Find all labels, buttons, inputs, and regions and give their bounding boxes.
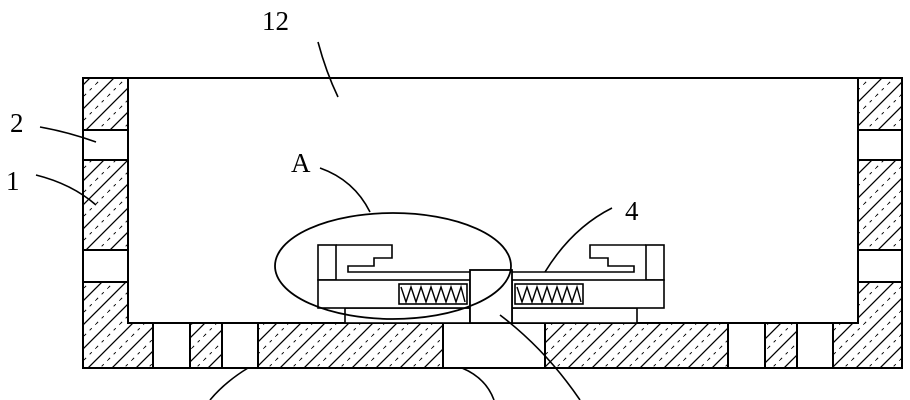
callout-labels: 12 2 1 A 4 [6, 6, 639, 226]
bottom-hatch-1 [128, 323, 153, 368]
callout-1: 1 [6, 166, 20, 196]
left-jaw-plate [317, 244, 337, 281]
leader-12 [317, 41, 339, 98]
leader-bottom-middle [461, 367, 495, 400]
housing-outer-outline [82, 77, 903, 369]
right-wall-middle-hatch [858, 160, 902, 250]
callout-a: A [291, 148, 311, 178]
left-jaw-base [344, 307, 471, 324]
left-jaw [317, 244, 471, 324]
right-wall-upper-hatch [858, 78, 902, 130]
bottom-hatch-3 [258, 323, 443, 368]
callout-2: 2 [10, 108, 24, 138]
right-wall-lower-hatch [858, 282, 902, 368]
leader-bottom-left [209, 367, 249, 400]
leader-2 [39, 126, 97, 143]
housing-section [82, 77, 903, 369]
wall-opening-edges [83, 129, 902, 283]
bottom-hatch-5 [765, 323, 797, 368]
right-jaw-hook [512, 244, 646, 273]
right-spring [516, 284, 582, 305]
callout-12: 12 [262, 6, 289, 36]
leader-bottom-right [499, 314, 581, 400]
right-jaw-plate [645, 244, 665, 281]
left-spring [400, 284, 466, 305]
bottom-opening-edges [152, 323, 834, 368]
leader-a [319, 167, 371, 213]
left-wall-lower-hatch [83, 282, 128, 368]
right-jaw-base [511, 307, 638, 324]
bottom-hatch-4 [545, 323, 728, 368]
bottom-hatch-2 [190, 323, 222, 368]
bottom-hatch-6 [833, 323, 858, 368]
leader-lines [35, 41, 613, 400]
left-jaw-hook [336, 244, 470, 273]
clamp-mechanism [317, 244, 665, 324]
leader-4 [544, 207, 613, 273]
leader-1 [35, 174, 97, 206]
callout-4: 4 [625, 196, 639, 226]
left-wall-upper-hatch [83, 78, 128, 130]
right-jaw [511, 244, 665, 324]
detail-a-ellipse [274, 212, 512, 320]
left-wall-middle-hatch [83, 160, 128, 250]
